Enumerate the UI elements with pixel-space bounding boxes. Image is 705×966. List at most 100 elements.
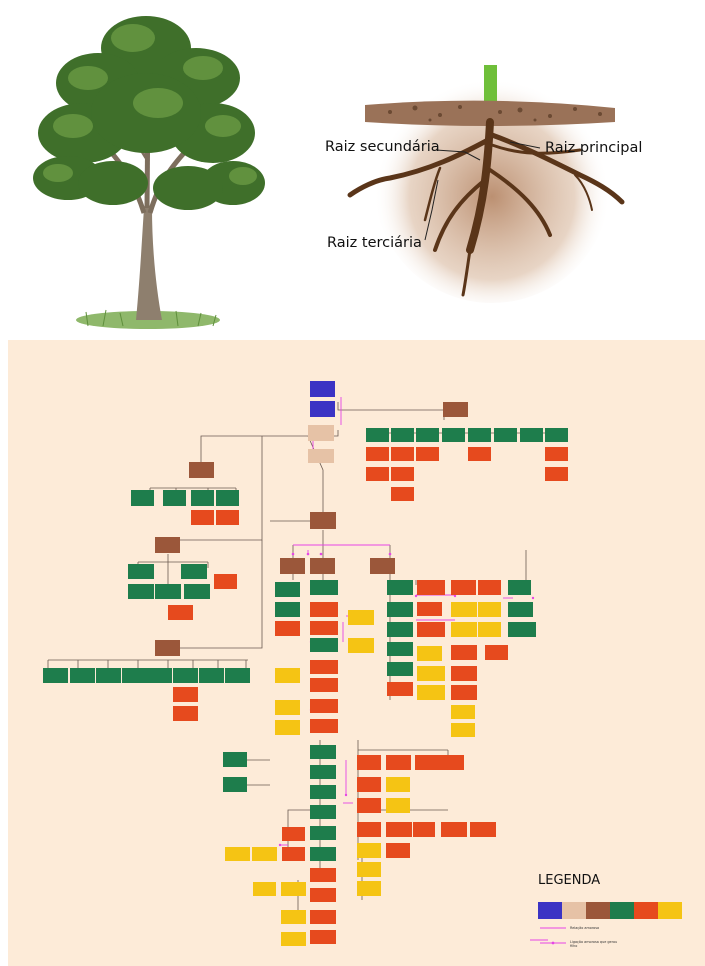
legend-swatch-yellow	[658, 902, 682, 919]
person-box-yellow	[417, 666, 445, 681]
person-box-red	[417, 622, 445, 637]
person-box-red	[310, 699, 338, 713]
person-box-red	[310, 888, 336, 902]
person-box-brown	[155, 537, 180, 553]
tree-illustration	[28, 8, 268, 333]
person-box-green	[275, 602, 300, 617]
legend-swatch-peach	[562, 902, 586, 919]
person-box-yellow	[281, 932, 306, 946]
person-box-red	[357, 822, 381, 837]
legend-title: LEGENDA	[538, 873, 600, 888]
person-box-brown	[310, 512, 336, 529]
person-box-yellow	[386, 777, 410, 792]
person-box-yellow	[451, 602, 477, 617]
person-box-red	[275, 621, 300, 636]
person-box-red	[485, 645, 508, 660]
person-box-green	[416, 428, 439, 442]
person-box-green	[155, 584, 181, 599]
legend-swatch-green	[610, 902, 634, 919]
person-box-yellow	[252, 847, 277, 861]
person-box-green	[173, 668, 198, 683]
person-box-green	[310, 580, 338, 595]
person-box-red	[387, 682, 413, 696]
person-box-red	[282, 827, 305, 841]
person-box-red	[386, 822, 412, 837]
person-box-red	[310, 602, 338, 617]
person-box-red	[451, 666, 477, 681]
person-box-green	[310, 745, 336, 759]
person-box-green	[191, 490, 214, 506]
person-box-yellow	[281, 882, 306, 896]
person-box-green	[43, 668, 68, 683]
legend-swatch-brown	[586, 902, 610, 919]
person-box-yellow	[451, 622, 477, 637]
person-box-red	[310, 621, 338, 635]
person-box-green	[508, 602, 533, 617]
legend-item-ligacao: Ligação amorosa que gerou filho	[570, 940, 625, 948]
person-box-green	[275, 582, 300, 597]
person-box-red	[391, 447, 414, 461]
person-box-red	[468, 447, 491, 461]
person-box-green	[131, 490, 154, 506]
person-box-green	[468, 428, 491, 442]
person-box-yellow	[417, 685, 445, 700]
family-tree-board: LEGENDA Relação amorosa Ligação amorosa …	[8, 340, 705, 966]
person-box-red	[310, 868, 336, 882]
person-box-red	[440, 755, 464, 770]
person-box-peach	[308, 425, 334, 441]
legend-item-relacao: Relação amorosa	[570, 926, 599, 930]
person-box-brown	[443, 402, 468, 417]
person-box-yellow	[386, 798, 410, 813]
person-box-green	[387, 580, 413, 595]
person-box-green	[310, 826, 336, 840]
person-box-green	[223, 752, 247, 767]
person-box-red	[391, 467, 414, 481]
person-box-green	[387, 602, 413, 617]
person-box-yellow	[357, 862, 381, 877]
person-box-brown	[370, 558, 395, 574]
person-box-red	[545, 467, 568, 481]
person-box-yellow	[275, 720, 300, 735]
person-box-red	[441, 822, 467, 837]
person-box-red	[413, 822, 435, 837]
person-box-green	[310, 847, 336, 861]
person-box-red	[386, 755, 411, 770]
label-raiz-secundaria: Raiz secundária	[325, 139, 440, 155]
person-box-blue	[310, 401, 335, 417]
legend-swatch-blue	[538, 902, 562, 919]
person-box-green	[128, 584, 154, 599]
person-box-red	[357, 798, 381, 813]
person-box-red	[214, 574, 237, 589]
person-box-green	[310, 805, 336, 819]
person-box-red	[415, 755, 440, 770]
person-box-red	[310, 719, 338, 733]
person-box-red	[416, 447, 439, 461]
person-box-green	[494, 428, 517, 442]
person-box-green	[225, 668, 250, 683]
person-box-green	[216, 490, 239, 506]
person-box-red	[451, 645, 477, 660]
person-box-yellow	[357, 843, 381, 858]
person-box-red	[173, 687, 198, 702]
person-box-green	[508, 622, 536, 637]
person-box-red	[366, 467, 389, 481]
person-box-green	[122, 668, 147, 683]
person-box-green	[128, 564, 154, 579]
person-box-red	[451, 685, 477, 700]
person-box-red	[478, 580, 501, 595]
person-box-brown	[310, 558, 335, 574]
label-raiz-terciaria: Raiz terciária	[327, 235, 422, 251]
person-box-red	[282, 847, 305, 861]
person-box-red	[216, 510, 239, 525]
person-box-yellow	[281, 910, 306, 924]
person-box-yellow	[478, 622, 501, 637]
person-box-green	[70, 668, 95, 683]
person-box-red	[173, 706, 198, 721]
person-box-green	[387, 622, 413, 637]
person-box-brown	[280, 558, 305, 574]
person-box-yellow	[253, 882, 276, 896]
person-box-red	[417, 602, 442, 616]
person-box-green	[310, 638, 338, 652]
person-box-red	[191, 510, 214, 525]
person-box-green	[223, 777, 247, 792]
